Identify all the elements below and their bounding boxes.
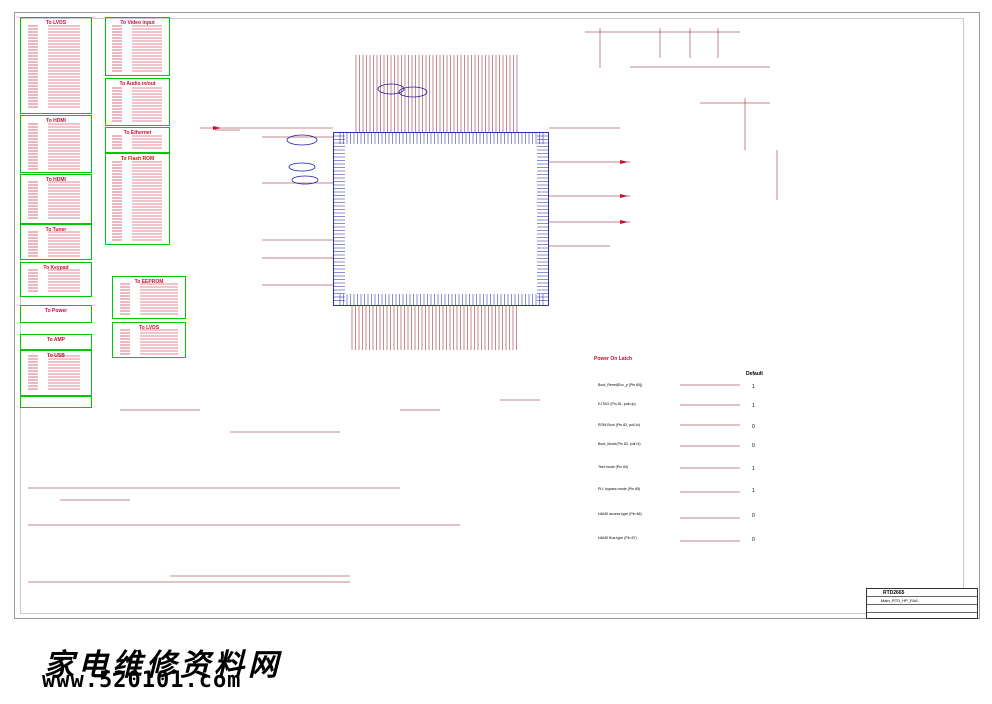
latch-default-value: 0 [752,513,755,519]
group-to-ethernet: To Ethernet [105,127,170,153]
group-to-tuner: To Tuner [20,224,92,260]
group-to-amp: To AMP [20,334,92,350]
group-to-power: To Power [20,305,92,323]
latch-item: Test mode (Pin 84) [598,465,629,469]
group-title: To LVDS [138,325,160,331]
latch-item: Boot_Mode(Pin 83, pull-hi) [598,442,641,446]
latch-default-value: 1 [752,403,755,409]
group-to-lvds-2: To LVDS [112,322,186,358]
group-title: To Tuner [45,227,67,233]
group-to-keypad: To Keypad [20,262,92,297]
latch-item: PLL bypass mode (Pin 85) [598,487,641,491]
group-title: To Ethernet [123,130,152,136]
group-to-flash-rom: To Flash ROM [105,153,170,245]
power-on-latch-title: Power On Latch [594,356,633,362]
group-to-lvds: To LVDS [20,17,92,114]
group-title: To EEPROM [134,279,164,285]
group-title: To Video input [120,20,155,26]
latch-default-value: 0 [752,424,755,430]
latch-default-value: 0 [752,443,755,449]
group-bottom-strip [20,396,92,408]
group-title: To Flash ROM [120,156,155,162]
latch-item: NAND access type (Pin 86) [598,512,642,516]
latch-item: EJTAG (Pin 81, pull-up) [598,402,636,406]
watermark-chinese: 家电维修资料网 [44,648,282,683]
title-block-sheet: Main_RTD_HP_FAA [881,598,918,603]
title-block: RTD2665 Main_RTD_HP_FAA [866,588,978,619]
latch-default-value: 0 [752,537,755,543]
title-block-project: RTD2665 [883,590,905,596]
latch-item: Boot_Reset(Ecc_p [Pin 80]) [598,383,643,387]
group-to-hdmi-b: To HDMI [20,174,92,224]
latch-default-value: 1 [752,466,755,472]
group-to-hdmi-a: To HDMI [20,115,92,173]
group-to-video-input: To Video input [105,17,170,76]
group-title: To Power [44,308,68,314]
group-to-eeprom: To EEPROM [112,276,186,319]
main-soc-chip [333,132,549,306]
group-title: To AMP [46,337,66,343]
group-title: To HDMI [46,177,66,183]
latch-item: ROM Boot (Pin 82, pull-hi) [598,423,640,427]
group-to-audio: To Audio in/out [105,78,170,126]
watermark-url: www.520101.com [42,668,242,693]
schematic-sheet-border [14,12,980,619]
group-title: To Audio in/out [119,81,156,87]
group-title: To Keypad [43,265,69,271]
latch-item: NAND Bus type (Pin 87) [598,536,637,540]
latch-default-value: 1 [752,488,755,494]
default-column-title: Default [746,371,763,377]
group-title: To LVDS [45,20,67,26]
latch-default-value: 1 [752,384,755,390]
group-title: To HDMI [46,118,66,124]
